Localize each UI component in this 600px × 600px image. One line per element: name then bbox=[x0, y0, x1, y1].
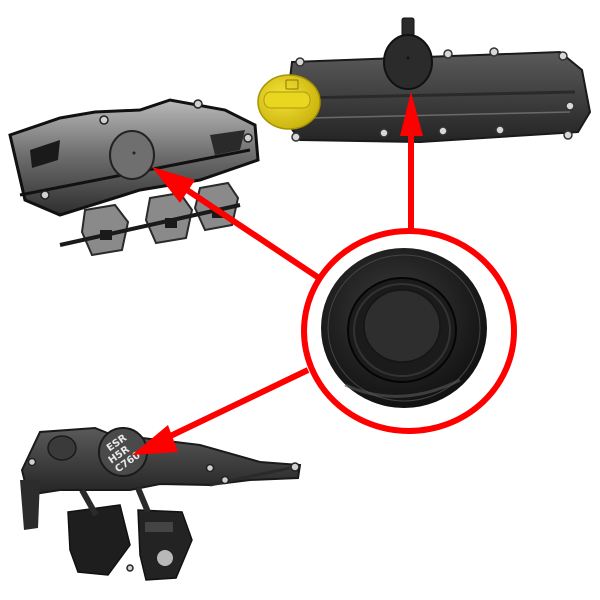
valve-cover-lower-left: ESR H5R C760 bbox=[20, 426, 302, 581]
oil-filler-cap bbox=[257, 74, 321, 130]
valve-cover-upper-left bbox=[8, 98, 260, 257]
arrows bbox=[132, 92, 423, 455]
pcv-diaphragm-highlight bbox=[301, 228, 517, 434]
arrow-lower-left-head bbox=[132, 425, 178, 455]
arrow-upper-left-shaft bbox=[176, 181, 324, 283]
arrow-lower-left-shaft bbox=[160, 367, 310, 443]
pcv-diaphragm bbox=[321, 248, 487, 408]
arrow-up-shaft bbox=[408, 130, 414, 242]
arrow-up-head bbox=[400, 92, 423, 136]
valve-cover-top-right bbox=[257, 17, 592, 144]
arrow-upper-left-head bbox=[152, 167, 195, 203]
pcv-cap-upper-left bbox=[109, 130, 155, 180]
pcv-cap-top-right bbox=[383, 34, 433, 90]
